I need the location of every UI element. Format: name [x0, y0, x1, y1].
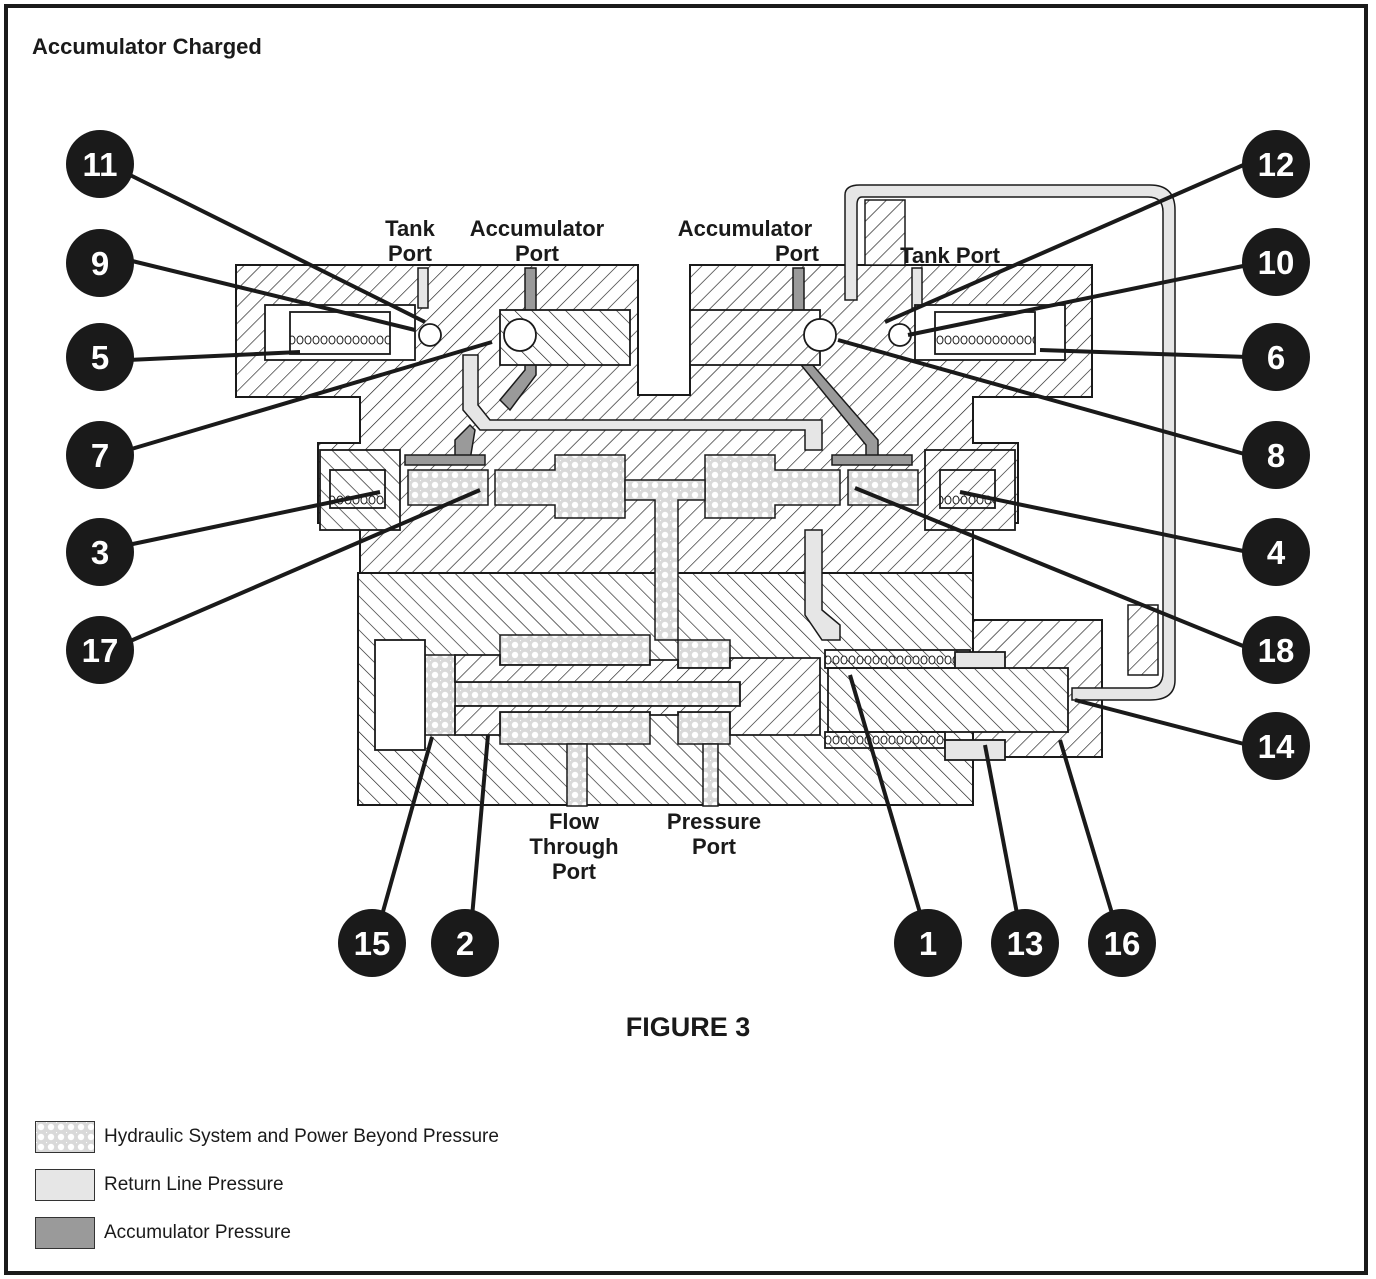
- callout-6: 6: [1242, 323, 1310, 391]
- callout-17: 17: [66, 616, 134, 684]
- callout-10: 10: [1242, 228, 1310, 296]
- left-check-cartridges: [264, 304, 631, 531]
- accumulator-port-right-label: Accumulator: [678, 216, 813, 241]
- legend-label: Accumulator Pressure: [104, 1222, 291, 1243]
- port-labels: Tank Port Accumulator Port Accumulator P…: [385, 216, 1000, 884]
- callout-15: 15: [338, 909, 406, 977]
- callout-18: 18: [1242, 616, 1310, 684]
- svg-text:15: 15: [354, 925, 391, 962]
- figure-frame: [4, 4, 1368, 1275]
- callout-leader-lines: [127, 161, 1249, 941]
- svg-text:1: 1: [919, 925, 937, 962]
- callout-12: 12: [1242, 130, 1310, 198]
- callout-13: 13: [991, 909, 1059, 977]
- svg-text:14: 14: [1258, 728, 1295, 765]
- tank-port-left-label: Tank: [385, 216, 435, 241]
- svg-text:9: 9: [91, 245, 109, 282]
- spool: [374, 639, 1069, 761]
- accumulator-pressure-passages: [404, 267, 913, 466]
- svg-text:6: 6: [1267, 339, 1285, 376]
- figure-title: Accumulator Charged: [32, 34, 262, 59]
- svg-text:8: 8: [1267, 437, 1285, 474]
- dotted-swatch-icon: [35, 1121, 95, 1153]
- flow-through-port-label-2: Through: [529, 834, 618, 859]
- legend-item-return-pressure: Return Line Pressure: [35, 1169, 284, 1201]
- callout-markers: 11 9 5 7 3 17 15 2 1 13 16 14 18 4 8 6 1…: [66, 130, 1310, 977]
- legend-label: Return Line Pressure: [104, 1174, 284, 1195]
- svg-text:3: 3: [91, 534, 109, 571]
- svg-text:16: 16: [1104, 925, 1141, 962]
- tank-port-right-label: Tank Port: [900, 243, 1001, 268]
- svg-text:13: 13: [1007, 925, 1044, 962]
- callout-2: 2: [431, 909, 499, 977]
- accumulator-port-left-label-2: Port: [515, 241, 560, 266]
- svg-text:7: 7: [91, 437, 109, 474]
- figure-caption: FIGURE 3: [625, 1012, 751, 1042]
- svg-text:17: 17: [82, 632, 119, 669]
- svg-text:18: 18: [1258, 632, 1295, 669]
- flow-through-port-label-3: Port: [552, 859, 597, 884]
- callout-1: 1: [894, 909, 962, 977]
- callout-14: 14: [1242, 712, 1310, 780]
- legend-label: Hydraulic System and Power Beyond Pressu…: [104, 1126, 499, 1147]
- svg-text:10: 10: [1258, 244, 1295, 281]
- svg-text:2: 2: [456, 925, 474, 962]
- pressure-port-label: Pressure: [667, 809, 761, 834]
- callout-8: 8: [1242, 421, 1310, 489]
- accumulator-port-right-label-2: Port: [775, 241, 820, 266]
- callout-7: 7: [66, 421, 134, 489]
- callout-16: 16: [1088, 909, 1156, 977]
- pressure-port-label-2: Port: [692, 834, 737, 859]
- callout-5: 5: [66, 323, 134, 391]
- svg-text:11: 11: [83, 146, 118, 183]
- callout-11: 11: [66, 130, 134, 198]
- tank-port-left-label-2: Port: [388, 241, 433, 266]
- legend-item-accumulator-pressure: Accumulator Pressure: [35, 1217, 291, 1249]
- dark-gray-swatch-icon: [35, 1217, 95, 1249]
- flow-through-port-label: Flow: [549, 809, 600, 834]
- legend-item-system-pressure: Hydraulic System and Power Beyond Pressu…: [35, 1121, 499, 1153]
- callout-9: 9: [66, 229, 134, 297]
- svg-text:5: 5: [91, 339, 109, 376]
- return-line-passages: [417, 184, 1176, 701]
- svg-text:4: 4: [1267, 534, 1286, 571]
- callout-3: 3: [66, 518, 134, 586]
- svg-text:12: 12: [1258, 146, 1295, 183]
- light-gray-swatch-icon: [35, 1169, 95, 1201]
- callout-4: 4: [1242, 518, 1310, 586]
- accumulator-port-left-label: Accumulator: [470, 216, 605, 241]
